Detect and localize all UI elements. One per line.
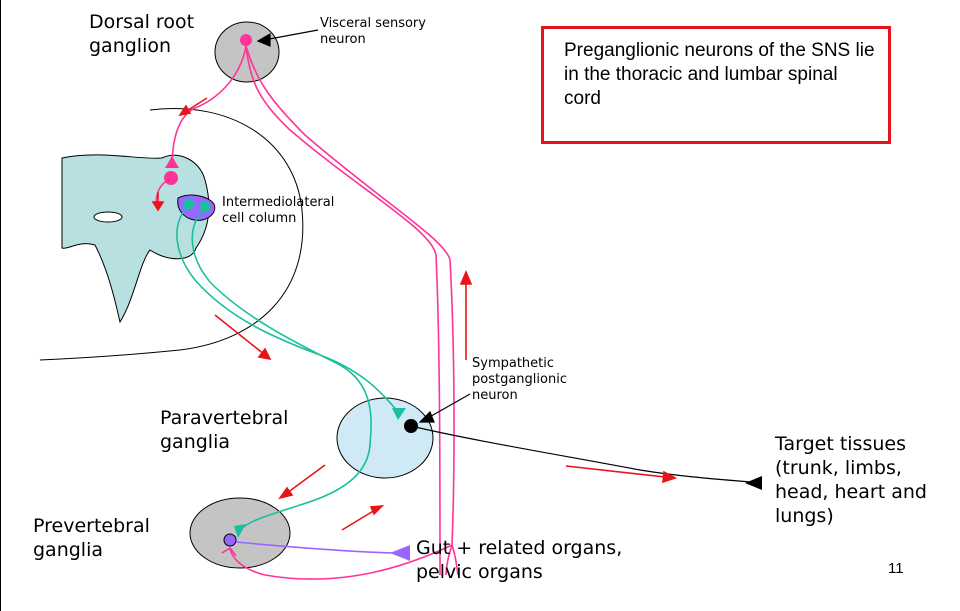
target-tissues-label: Target tissues (trunk, limbs, head, hear… [775, 432, 927, 528]
callout-box: Preganglionic neurons of the SNS lie in … [541, 26, 891, 144]
central-canal [94, 212, 122, 222]
page-number: 11 [888, 560, 904, 577]
prevertebral-neuron-soma [224, 534, 236, 546]
visceral-sensory-neuron-soma [240, 34, 252, 46]
postganglionic-axon [411, 426, 762, 483]
paravertebral-ganglia-label: Paravertebral ganglia [160, 406, 288, 454]
paravertebral-ganglion [337, 398, 433, 478]
dorsal-root-ganglion-label: Dorsal root ganglion [89, 10, 194, 58]
sympathetic-postganglionic-label: Sympathetic postganglionic neuron [472, 356, 567, 404]
ilc-neuron-2 [200, 202, 211, 213]
sensory-fibers [156, 46, 458, 579]
target-terminal [745, 476, 762, 490]
intermediolateral-column-label: Intermediolateral cell column [222, 195, 334, 227]
visceral-sensory-neuron-label: Visceral sensory neuron [320, 16, 426, 48]
gut-terminal [390, 545, 410, 561]
dorsal-horn-neuron [164, 171, 178, 185]
preganglionic-fibers [177, 206, 398, 530]
ilc-neuron-1 [184, 199, 195, 210]
prevertebral-ganglia-label: Prevertebral ganglia [33, 514, 150, 562]
spinal-gray-matter [62, 155, 209, 322]
gut-organs-label: Gut + related organs, pelvic organs [416, 536, 622, 584]
